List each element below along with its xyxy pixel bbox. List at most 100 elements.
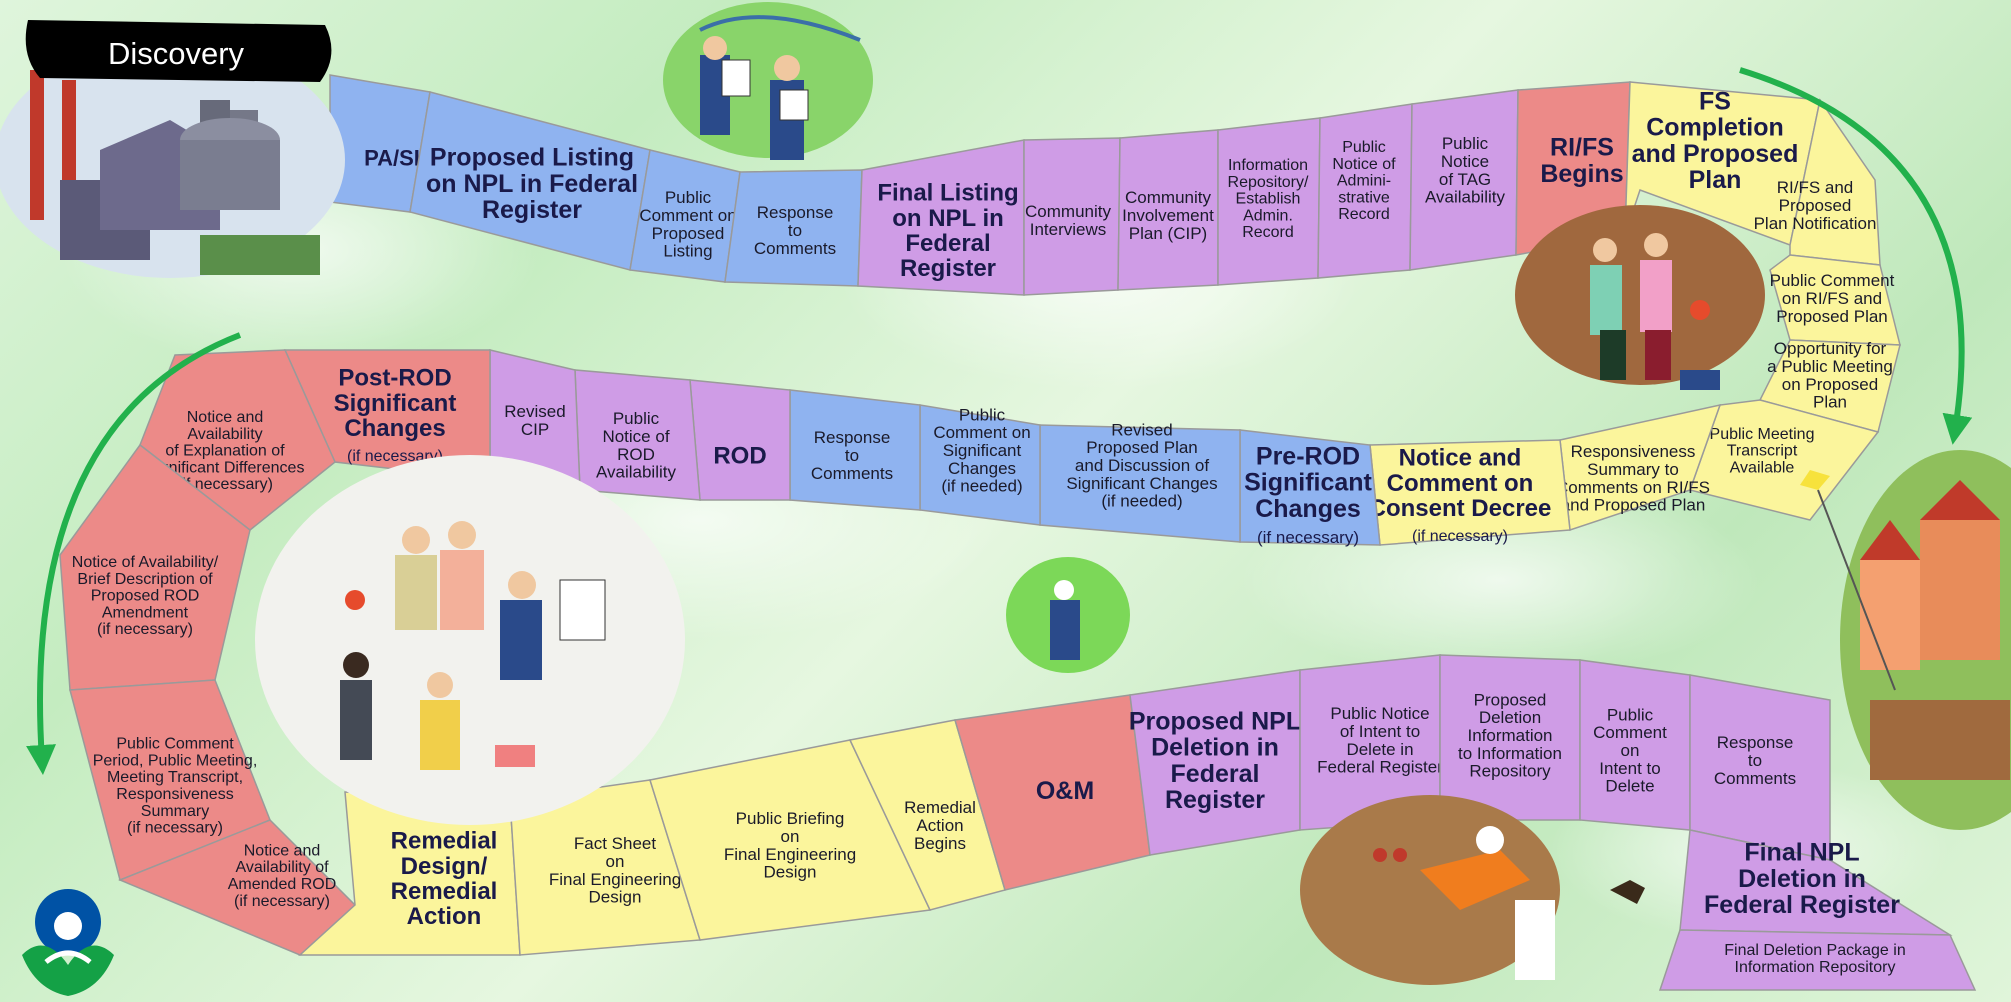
step-tile — [689, 379, 791, 501]
arrow-left-down — [26, 332, 242, 775]
inspectors-illustration — [663, 2, 873, 160]
step-label-line: Establish — [1236, 191, 1301, 208]
step-label-line: on NPL in — [892, 205, 1004, 232]
step-pa-si: PA/SI — [329, 74, 431, 213]
step-label-line: Comment on — [933, 423, 1030, 442]
step-label-line: Design — [764, 863, 817, 882]
step-label-line: Notice — [1441, 152, 1489, 171]
step-label-line: Responsiveness — [1571, 442, 1696, 461]
step-label-line: Significant Differences — [146, 459, 305, 476]
step-label-line: Significant — [943, 441, 1022, 460]
step-notice-rod-amendment: Notice of Availability/Brief Description… — [59, 443, 251, 691]
step-label-line: Response — [814, 428, 891, 447]
step-label-line: Changes — [344, 415, 445, 442]
step-label-line: to — [1748, 751, 1762, 770]
step-label-line: to — [788, 221, 802, 240]
step-label-line: FS — [1699, 87, 1731, 115]
step-label-line: Final Engineering — [724, 845, 856, 864]
worker-illustration — [1006, 557, 1130, 673]
step-label-line: Proposed — [1779, 196, 1852, 215]
step-label-line: Notice and — [187, 409, 264, 426]
step-label-line: Brief Description of — [77, 571, 213, 588]
step-label-line: on — [781, 827, 800, 846]
step-label-note: (if necessary) — [1257, 528, 1359, 547]
step-label-line: Information — [1228, 157, 1308, 174]
step-label-line: Amendment — [102, 604, 189, 621]
step-label: PA/SI — [364, 146, 420, 171]
step-label-line: Remedial — [391, 878, 498, 905]
step-label-line: Notice of Availability/ — [72, 554, 219, 571]
step-label-line: Proposed Plan — [1776, 307, 1888, 326]
step-label-line: Remedial — [391, 828, 498, 855]
step-label-line: on — [606, 852, 625, 871]
step-label-line: Delete — [1605, 777, 1654, 796]
family-illustration — [1515, 205, 1765, 390]
step-label-line: Deletion — [1479, 708, 1541, 727]
step-rod: ROD — [689, 379, 791, 501]
step-label-line: Federal Register — [1317, 758, 1443, 777]
step-label-line: strative — [1338, 189, 1390, 206]
step-label-line: Federal — [905, 230, 990, 257]
step-label-line: Comment — [1593, 723, 1667, 742]
step-label-line: Design — [589, 888, 642, 907]
step-label-line: Fact Sheet — [574, 834, 656, 853]
step-label-line: Pre-ROD — [1256, 442, 1360, 470]
step-label-line: Significant — [1244, 469, 1372, 497]
step-label-line: Revised — [1111, 420, 1172, 439]
step-label-line: on — [1621, 741, 1640, 760]
step-label-line: Repository — [1469, 762, 1551, 781]
step-label-line: Post-ROD — [338, 365, 451, 392]
step-label-line: Significant Changes — [1066, 474, 1217, 493]
step-label-line: Deletion in — [1151, 734, 1279, 762]
step-label-line: Plan (CIP) — [1129, 224, 1207, 243]
step-label-line: and Proposed Plan — [1561, 496, 1706, 515]
step-tile — [59, 443, 251, 691]
step-label-line: on RI/FS and — [1782, 289, 1882, 308]
step-label-line: a Public Meeting — [1767, 357, 1893, 376]
step-label-line: Comment on — [639, 206, 736, 225]
step-label-note: (if necessary) — [1412, 528, 1508, 545]
step-label-line: of Explanation of — [165, 443, 285, 460]
step-label-line: Opportunity for — [1774, 339, 1887, 358]
step-label-line: Begins — [1540, 160, 1623, 188]
step-label-line: RI/FS — [1550, 134, 1614, 162]
step-label-line: Transcript — [1727, 443, 1798, 460]
step-label-line: Begins — [914, 834, 966, 853]
step-label-line: Comments on RI/FS — [1556, 478, 1710, 497]
step-label-line: Public Briefing — [736, 809, 845, 828]
step-label-line: Register — [900, 255, 996, 282]
step-label-line: Public — [959, 405, 1006, 424]
